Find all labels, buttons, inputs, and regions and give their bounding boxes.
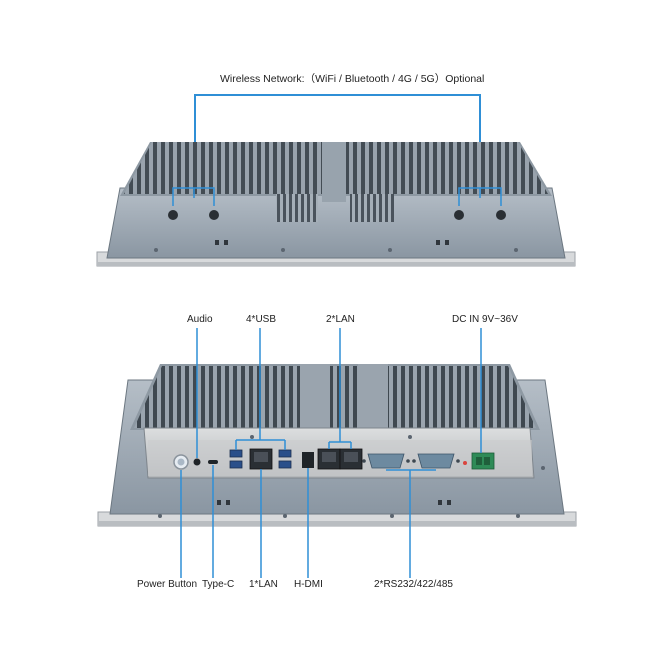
hdmi-label: H-DMI <box>294 579 323 590</box>
audio-label: Audio <box>187 314 213 325</box>
wireless-network-label: Wireless Network:（WiFi / Bluetooth / 4G … <box>220 73 485 85</box>
wireless-callout-line-top <box>194 94 480 96</box>
lan2-label: 2*LAN <box>326 314 355 325</box>
bottom-device-view <box>97 364 577 527</box>
lan1-label: 1*LAN <box>249 579 278 590</box>
type-c-label: Type-C <box>202 579 235 590</box>
top-device-view <box>96 142 576 267</box>
port-callout-lines <box>180 328 482 578</box>
dc-in-label: DC IN 9V~36V <box>452 314 518 325</box>
power-button-label: Power Button <box>137 579 198 590</box>
rs232-label: 2*RS232/422/485 <box>374 579 453 590</box>
usb-label: 4*USB <box>246 314 277 325</box>
